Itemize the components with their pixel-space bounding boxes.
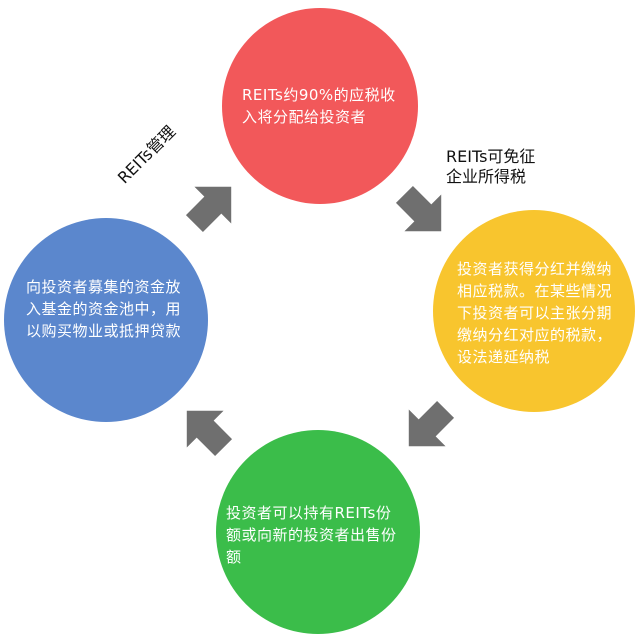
node-top-circle: REITs约90%的应税收入将分配给投资者 (222, 8, 418, 204)
node-bottom-circle: 投资者可以持有REITs份额或向新的投资者出售份额 (216, 430, 420, 634)
arrow-left-to-top (185, 186, 232, 233)
arrow-right-to-bottom (408, 400, 455, 447)
arrow-top-to-right (395, 185, 442, 232)
node-top-text: REITs约90%的应税收入将分配给投资者 (242, 86, 396, 126)
node-right-circle: 投资者获得分红并缴纳相应税款。在某些情况下投资者可以主张分期缴纳分红对应的税款，… (433, 210, 635, 412)
arrow-bottom-to-left (186, 410, 233, 457)
node-bottom-text: 投资者可以持有REITs份额或向新的投资者出售份额 (226, 504, 397, 566)
node-left-text: 向投资者募集的资金放入基金的资金池中，用以购买物业或抵押贷款 (26, 278, 182, 340)
edge-label-tax-exempt: REITs可免征企业所得税 (446, 147, 536, 186)
node-right-text: 投资者获得分红并缴纳相应税款。在某些情况下投资者可以主张分期缴纳分红对应的税款，… (457, 260, 613, 366)
node-left-circle: 向投资者募集的资金放入基金的资金池中，用以购买物业或抵押贷款 (4, 218, 208, 422)
